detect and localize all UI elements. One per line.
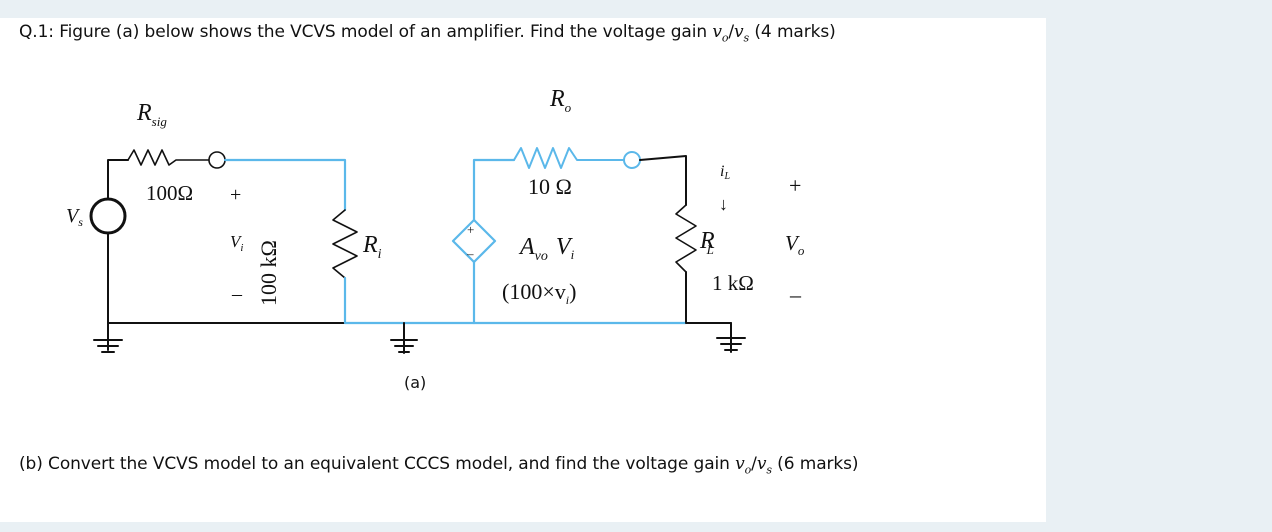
ri-label: Ri: [362, 232, 382, 262]
ri-value: 100 kΩ: [256, 240, 281, 306]
question-suffix: (4 marks): [749, 22, 836, 42]
part-b-prefix: (b) Convert the VCVS model to an equival…: [19, 454, 736, 474]
il-label: iL: [720, 163, 730, 182]
wire-load-top: [639, 155, 687, 206]
ro-label: Ro: [549, 86, 572, 115]
question-text: Q.1: Figure (a) below shows the VCVS mod…: [19, 22, 836, 44]
src-minus: –: [466, 246, 474, 261]
ri-resistor: [332, 209, 358, 279]
ground-middle: [390, 322, 418, 354]
wire-output-left: [472, 158, 516, 325]
question-card: [0, 18, 1046, 522]
vo-minus: –: [789, 282, 802, 307]
wire-source-top: [107, 159, 129, 201]
wire-input-top: [223, 158, 347, 212]
rsig-terminal: [208, 151, 226, 169]
ro-terminal: [623, 151, 641, 169]
rl-resistor: [675, 204, 697, 273]
part-b-slash: /: [751, 454, 757, 474]
part-b-vo: vo: [735, 454, 752, 477]
question-prefix: Q.1: Figure (a) below shows the VCVS mod…: [19, 22, 713, 42]
ground-left: [93, 322, 123, 353]
rl-label: RL: [699, 228, 715, 257]
vi-label: Vi: [230, 232, 243, 254]
avo-expression: (100×vi): [502, 279, 576, 307]
question-slash: /: [728, 22, 735, 42]
vi-minus: –: [231, 283, 243, 305]
vo-plus: +: [789, 173, 801, 198]
part-b-vs: vs: [756, 454, 772, 477]
question-vo: vo: [712, 22, 729, 45]
vi-plus: +: [230, 184, 241, 206]
figure-label: (a): [404, 373, 427, 392]
wire-input-bottom: [343, 276, 476, 325]
src-plus: +: [467, 222, 474, 237]
part-b-suffix: (6 marks): [771, 454, 859, 474]
rsig-value: 100Ω: [146, 181, 193, 205]
part-b-text: (b) Convert the VCVS model to an equival…: [19, 454, 859, 477]
rsig-resistor: [127, 149, 210, 166]
ro-resistor: [513, 147, 625, 169]
source-vs: [89, 197, 127, 235]
wire-source-bottom: [107, 231, 346, 324]
vo-label: Vo: [785, 231, 805, 258]
wire-load-bottom: [685, 271, 732, 324]
rsig-label: Rsig: [136, 100, 167, 129]
ground-right: [716, 322, 746, 353]
question-vs: vs: [734, 22, 750, 45]
vs-label: Vs: [66, 205, 83, 229]
rl-value: 1 kΩ: [712, 271, 754, 295]
vcvs-diamond: [451, 218, 497, 264]
il-arrow: ↓: [719, 194, 728, 214]
ro-value: 10 Ω: [528, 174, 572, 199]
